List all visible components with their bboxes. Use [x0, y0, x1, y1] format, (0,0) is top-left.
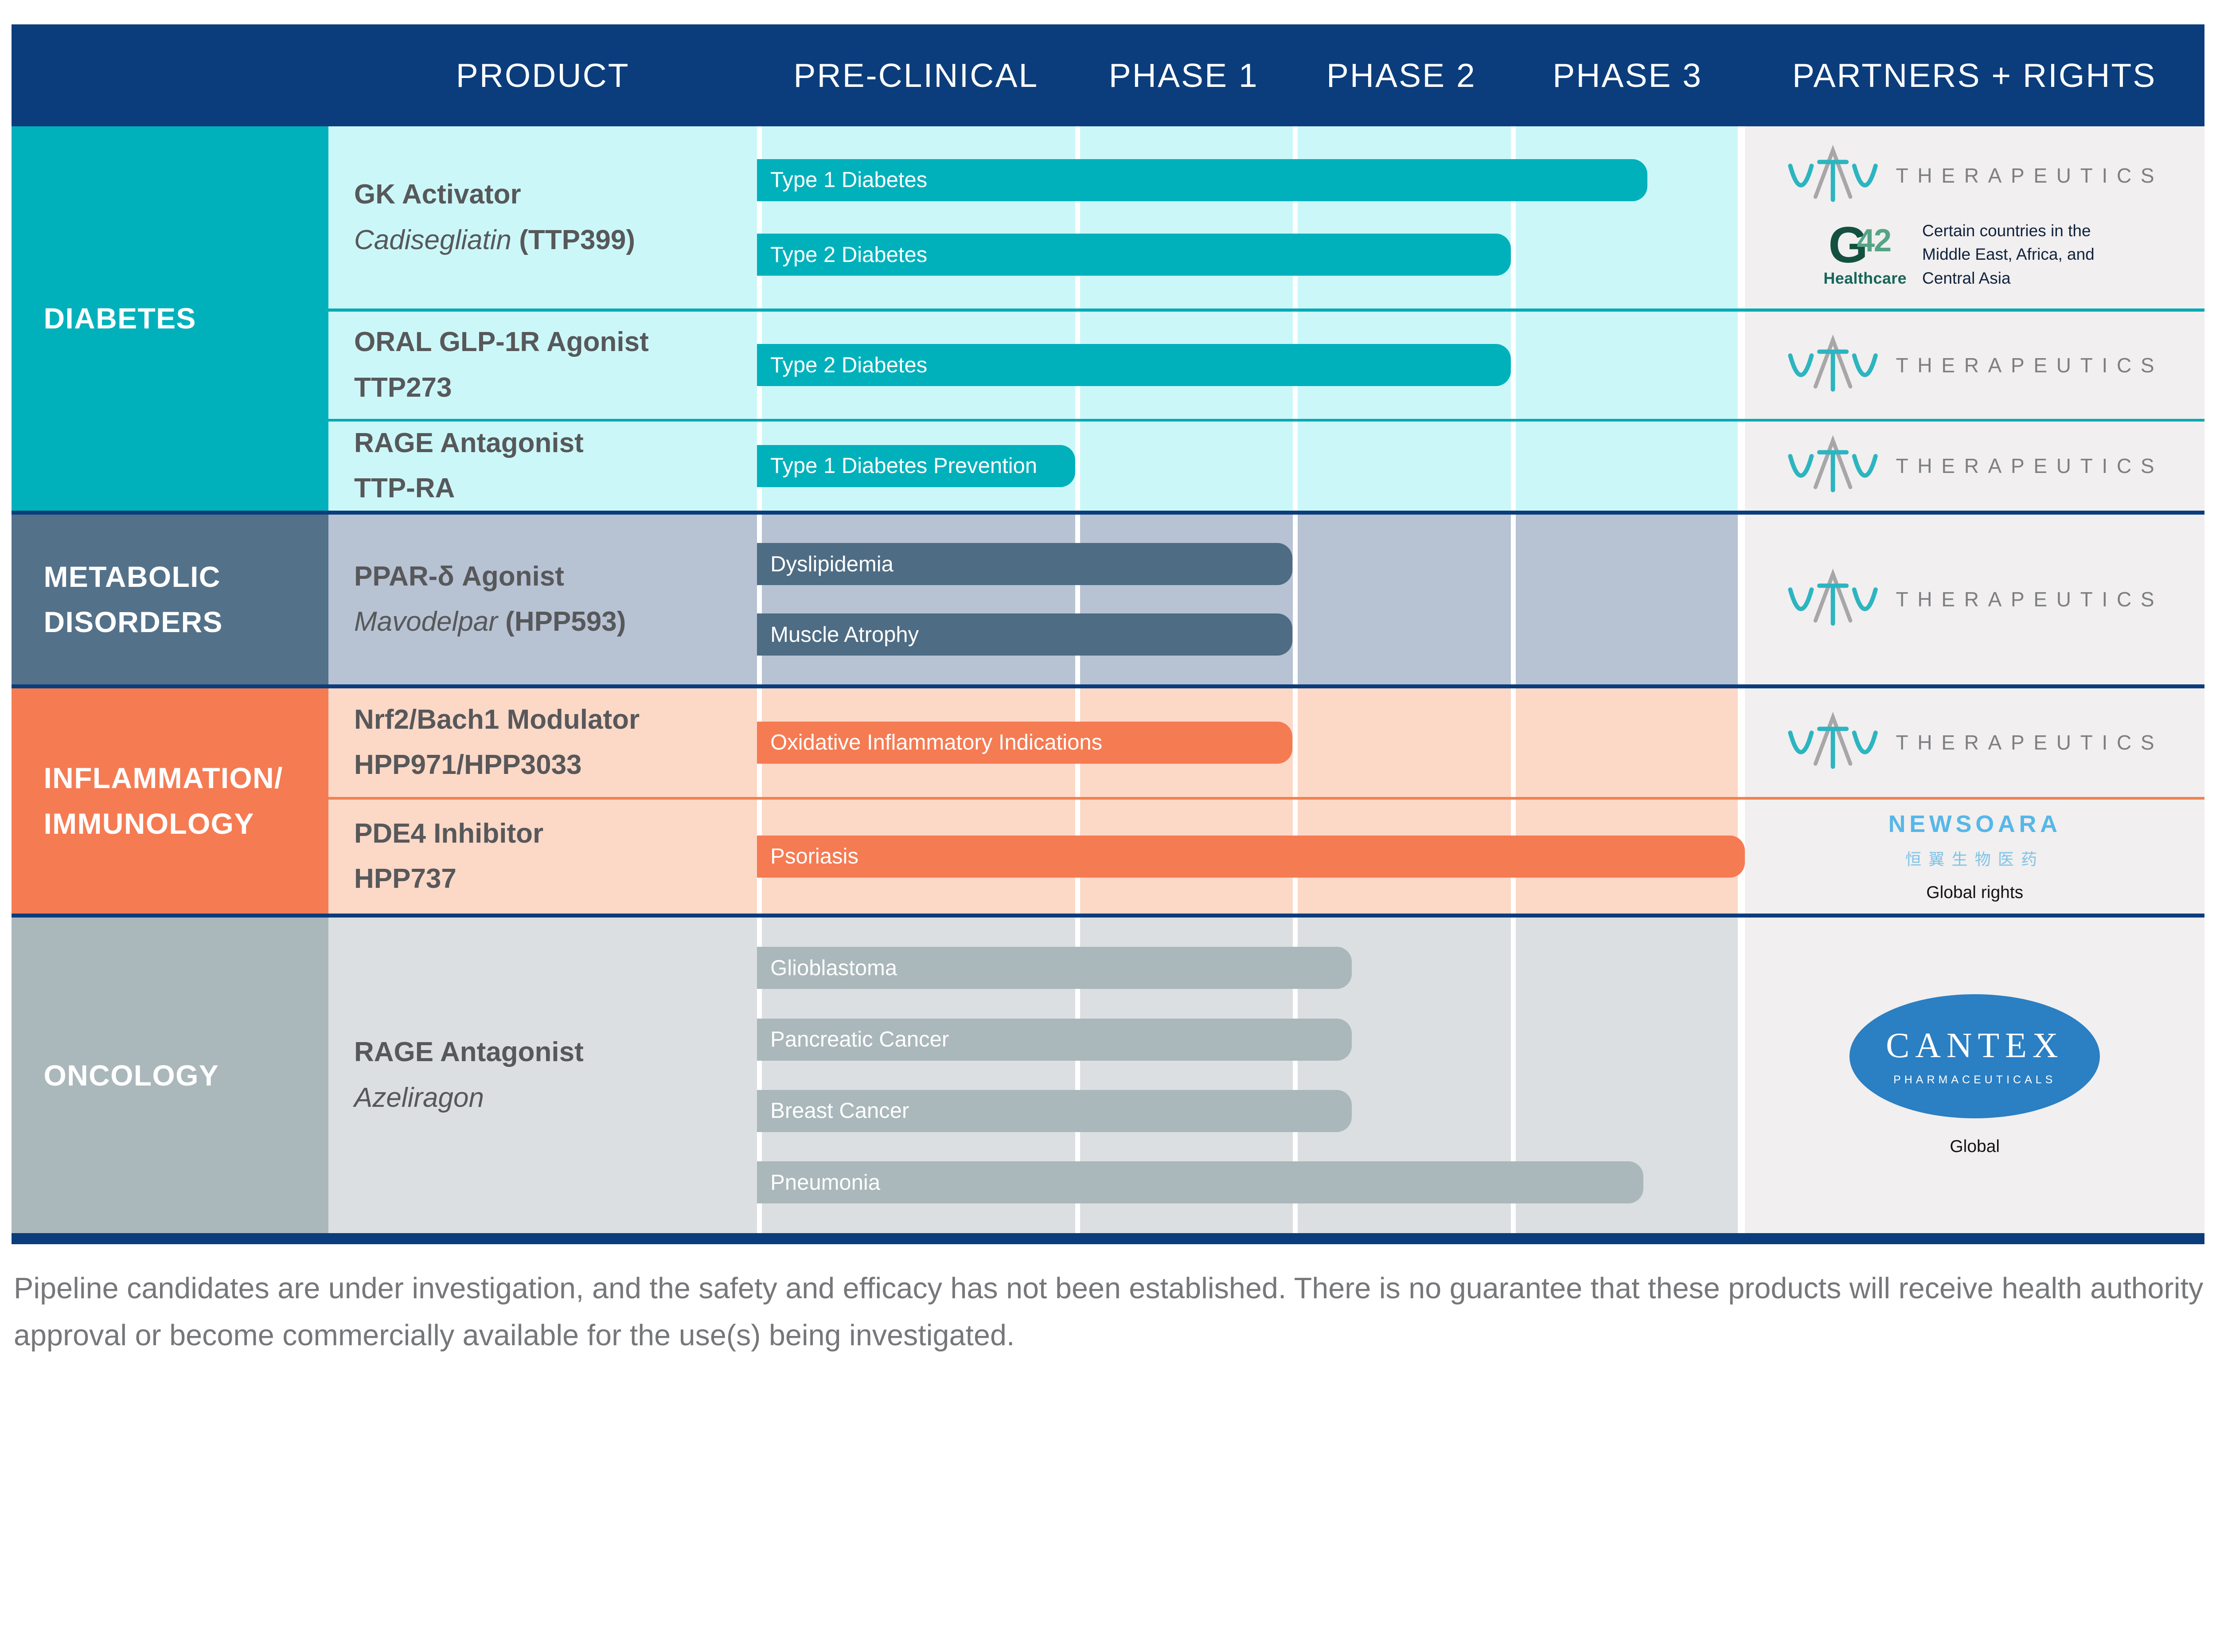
pipeline-row-nrf2-bach1: Nrf2/Bach1 Modulator HPP971/HPP3033 Oxid… [328, 688, 2204, 797]
bar-type-1-diabetes-prevention: Type 1 Diabetes Prevention [757, 445, 1075, 487]
section-diabetes: DIABETES GK Activator Cadisegliatin (TTP… [12, 126, 2204, 511]
column-header-partners-rights: PARTNERS + RIGHTS [1792, 57, 2157, 94]
category-label-diabetes: DIABETES [12, 126, 329, 511]
pipeline-row-azeliragon: RAGE Antagonist Azeliragon Glioblastoma … [328, 918, 2204, 1233]
vtv-logo-mark-icon [1788, 334, 1878, 392]
table-header-row: PRODUCT PRE-CLINICAL PHASE 1 PHASE 2 PHA… [12, 24, 2204, 126]
phase-track: Type 2 Diabetes [757, 311, 1745, 419]
category-label-metabolic-disorders: METABOLIC DISORDERS [12, 515, 329, 684]
category-label-inflammation-immunology: INFLAMMATION/ IMMUNOLOGY [12, 688, 329, 914]
vtv-therapeutics-logo: THERAPEUTICS [1786, 145, 2163, 207]
vtv-wordmark: THERAPEUTICS [1896, 731, 2164, 754]
bar-type-2-diabetes-gk: Type 2 Diabetes [757, 234, 1511, 276]
partner-cell: THERAPEUTICS [1745, 688, 2204, 797]
product-cell: PDE4 Inhibitor HPP737 [354, 818, 544, 894]
vtv-logo-mark-icon [1788, 568, 1878, 626]
partner-territory-note: Certain countries in the Middle East, Af… [1922, 221, 2095, 288]
partner-cell: THERAPEUTICS [1745, 311, 2204, 419]
column-header-phase3: PHASE 3 [1553, 57, 1703, 94]
section-separator [12, 684, 2204, 688]
column-header-preclinical: PRE-CLINICAL [793, 57, 1039, 94]
phase-track: Type 1 Diabetes Prevention [757, 422, 1745, 511]
column-header-phase1: PHASE 1 [1108, 57, 1259, 94]
partner-rights-note: Global [1950, 1137, 2000, 1156]
disclaimer-text: Pipeline candidates are under investigat… [14, 1272, 2204, 1352]
partner-cell: THERAPEUTICS [1745, 422, 2204, 511]
vtv-wordmark: THERAPEUTICS [1896, 454, 2164, 478]
bar-type-1-diabetes: Type 1 Diabetes [757, 159, 1647, 201]
pipeline-page: PRODUCT PRE-CLINICAL PHASE 1 PHASE 2 PHA… [12, 24, 2204, 1352]
vtv-logo-mark-icon [1788, 145, 1878, 202]
product-cell: RAGE Antagonist TTP-RA [354, 427, 584, 504]
column-header-product: PRODUCT [456, 57, 630, 94]
product-cell: PPAR-δ Agonist Mavodelpar (HPP593) [354, 561, 626, 637]
newsoara-chinese-name: 恒翼生物医药 [1905, 850, 2044, 869]
pipeline-row-ppar-agonist: PPAR-δ Agonist Mavodelpar (HPP593) Dysli… [328, 515, 2204, 684]
section-separator [12, 510, 2204, 515]
vtv-logo-mark-icon [1788, 435, 1878, 492]
phase-track: Oxidative Inflammatory Indications [757, 688, 1745, 797]
partner-cell: THERAPEUTICS [1745, 515, 2204, 684]
product-cell: GK Activator Cadisegliatin (TTP399) [354, 179, 636, 255]
phase-track: Dyslipidemia Muscle Atrophy [757, 515, 1745, 684]
vtv-wordmark: THERAPEUTICS [1896, 353, 2164, 377]
product-cell: RAGE Antagonist Azeliragon [354, 1037, 584, 1113]
row-separator [328, 797, 2204, 800]
newsoara-logo: NEWSOARA 恒翼生物医药 Global rights [1888, 811, 2061, 902]
vtv-therapeutics-logo: THERAPEUTICS [1786, 334, 2163, 396]
bar-glioblastoma: Glioblastoma [757, 947, 1352, 989]
bar-psoriasis: Psoriasis [757, 835, 1745, 878]
phase-track: Psoriasis [757, 800, 1745, 914]
bar-breast-cancer: Breast Cancer [757, 1090, 1352, 1132]
phase-track: Glioblastoma Pancreatic Cancer Breast Ca… [757, 918, 1745, 1233]
bar-dyslipidemia: Dyslipidemia [757, 543, 1293, 586]
phase-track: Type 1 Diabetes Type 2 Diabetes [757, 126, 1745, 309]
partner-cell: CANTEX PHARMACEUTICALS Global [1745, 918, 2204, 1233]
row-separator [328, 418, 2204, 422]
vtv-therapeutics-logo: THERAPEUTICS [1786, 435, 2163, 497]
cantex-pharmaceuticals-logo: CANTEX PHARMACEUTICALS Global [1849, 994, 2100, 1157]
cantex-oval-icon: CANTEX PHARMACEUTICALS [1849, 994, 2100, 1118]
vtv-logo-mark-icon [1788, 711, 1878, 769]
table-bottom-bar [12, 1233, 2204, 1244]
bar-pancreatic-cancer: Pancreatic Cancer [757, 1018, 1352, 1061]
bar-type-2-diabetes-ttp273: Type 2 Diabetes [757, 344, 1511, 386]
section-metabolic-disorders: METABOLIC DISORDERS PPAR-δ Agonist Mavod… [12, 515, 2204, 684]
bar-oxidative-inflammatory-indications: Oxidative Inflammatory Indications [757, 721, 1293, 764]
section-inflammation-immunology: INFLAMMATION/ IMMUNOLOGY Nrf2/Bach1 Modu… [12, 688, 2204, 914]
partner-rights-note: Global rights [1926, 883, 2024, 902]
pipeline-row-rage-ttpra: RAGE Antagonist TTP-RA Type 1 Diabetes P… [328, 422, 2204, 511]
pipeline-row-oral-glp1r: ORAL GLP-1R Agonist TTP273 Type 2 Diabet… [328, 311, 2204, 419]
vtv-therapeutics-logo: THERAPEUTICS [1786, 568, 2163, 630]
bar-pneumonia: Pneumonia [757, 1161, 1643, 1204]
bar-muscle-atrophy: Muscle Atrophy [757, 613, 1293, 656]
section-oncology: ONCOLOGY RAGE Antagonist Azeliragon Glio… [12, 918, 2204, 1233]
vtv-wordmark: THERAPEUTICS [1896, 588, 2164, 611]
section-separator [12, 913, 2204, 918]
vtv-therapeutics-logo: THERAPEUTICS [1786, 711, 2163, 773]
row-separator [328, 309, 2204, 312]
pipeline-row-pde4-inhibitor: PDE4 Inhibitor HPP737 Psoriasis NEWSOARA… [328, 800, 2204, 914]
partner-cell: NEWSOARA 恒翼生物医药 Global rights [1745, 800, 2204, 914]
column-header-phase2: PHASE 2 [1326, 57, 1476, 94]
product-cell: ORAL GLP-1R Agonist TTP273 [354, 327, 649, 403]
vtv-wordmark: THERAPEUTICS [1896, 164, 2164, 187]
product-cell: Nrf2/Bach1 Modulator HPP971/HPP3033 [354, 704, 640, 781]
category-label-oncology: ONCOLOGY [12, 918, 329, 1233]
pipeline-row-gk-activator: GK Activator Cadisegliatin (TTP399) Type… [328, 126, 2204, 309]
pipeline-table: PRODUCT PRE-CLINICAL PHASE 1 PHASE 2 PHA… [12, 24, 2204, 1244]
